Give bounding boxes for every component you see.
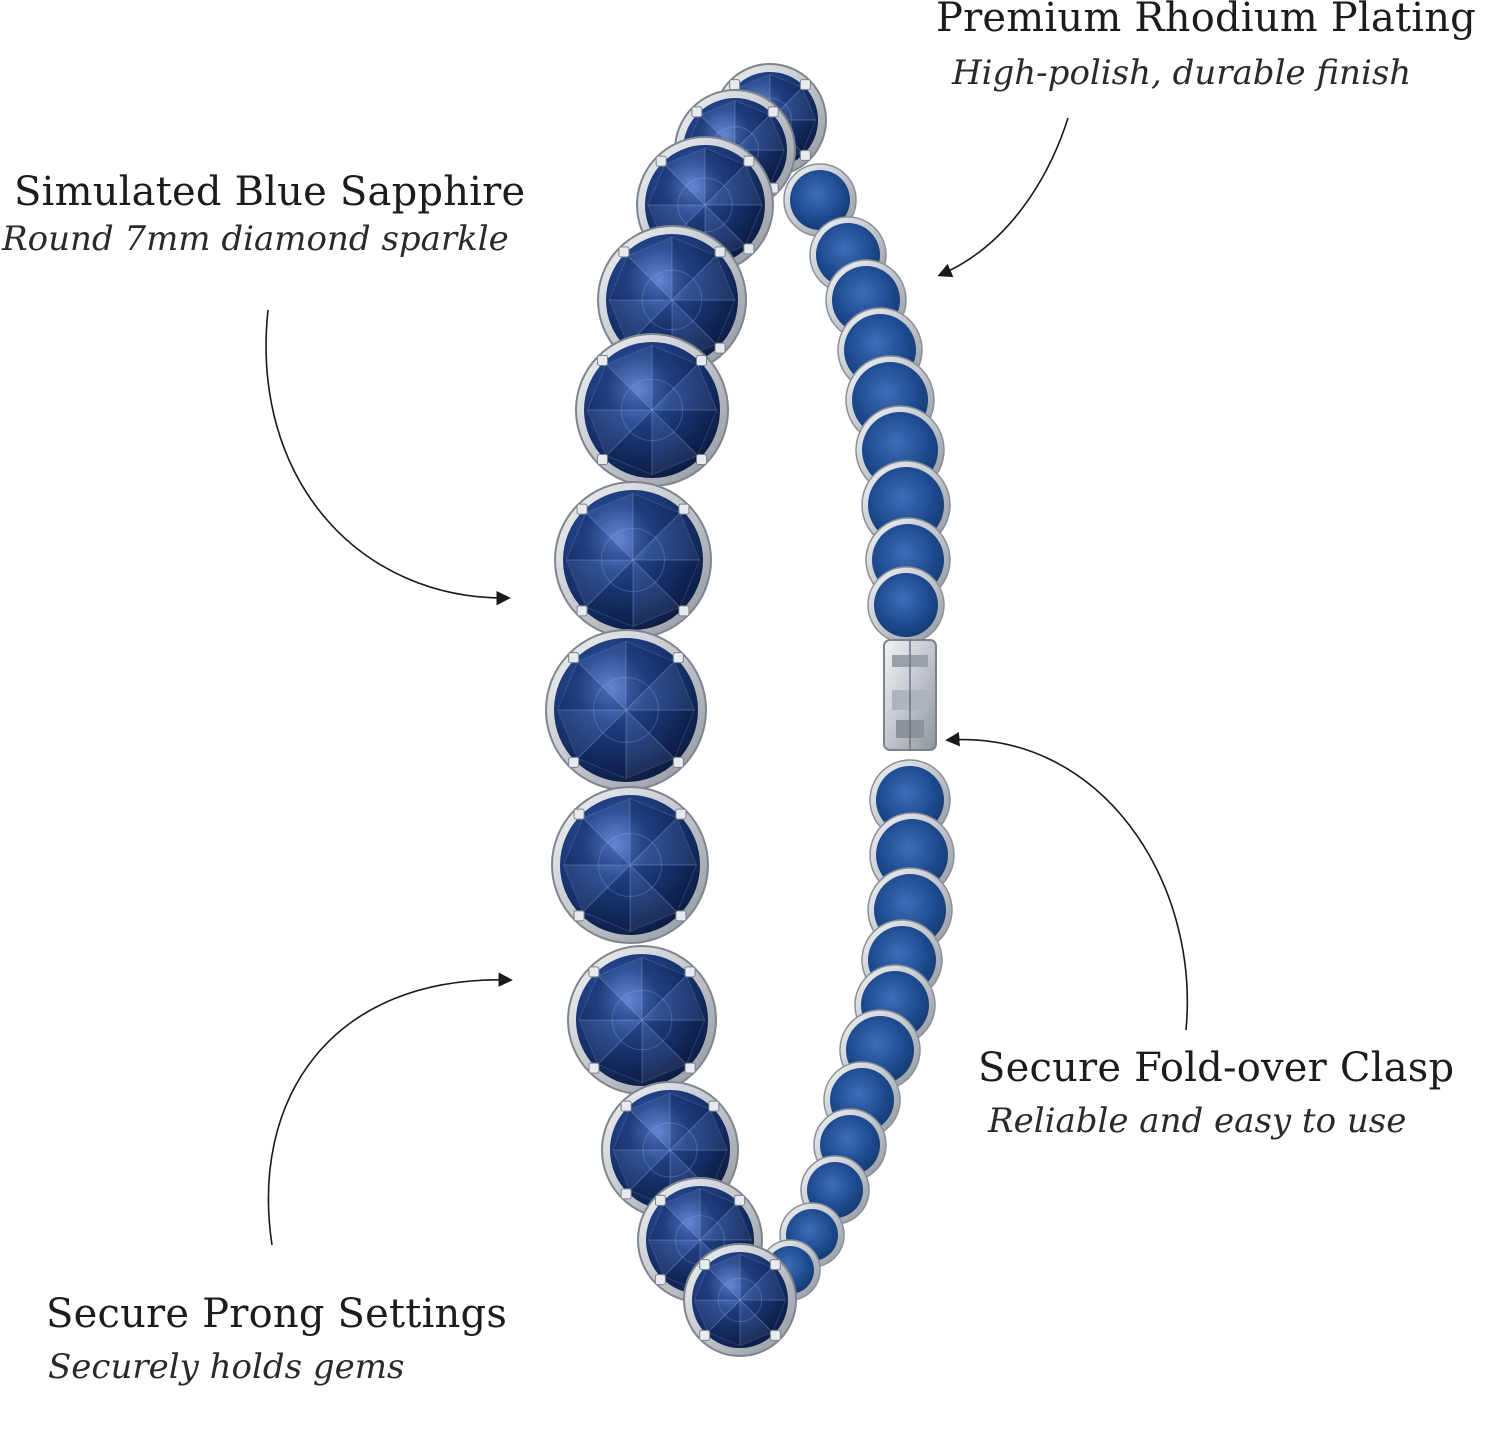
callout-title: Premium Rhodium Plating: [936, 0, 1476, 41]
callout-subtitle: Securely holds gems: [48, 1347, 405, 1387]
back-gem: [813, 1108, 887, 1182]
clasp-curved-arrow-icon: [945, 732, 1189, 1031]
bracelet-front-strand: [545, 63, 827, 1357]
bracelet-back-strand: [759, 163, 955, 1301]
callout-rhodium-plating: Premium Rhodium Plating High-polish, dur…: [936, 0, 1476, 94]
callout-title: Secure Prong Settings: [46, 1291, 508, 1337]
back-gem: [783, 163, 857, 237]
callout-subtitle: Round 7mm diamond sparkle: [2, 219, 509, 259]
callout-title: Simulated Blue Sapphire: [14, 169, 526, 215]
callout-prong-settings: Secure Prong Settings Securely holds gem…: [46, 1290, 507, 1388]
sapphire-curved-arrow-icon: [265, 309, 511, 606]
callout-title: Secure Fold-over Clasp: [978, 1045, 1455, 1091]
callout-fold-over-clasp: Secure Fold-over Clasp Reliable and easy…: [978, 1044, 1454, 1142]
front-gem: [567, 945, 717, 1095]
callout-subtitle: High-polish, durable finish: [952, 53, 1412, 93]
prong-curved-arrow-icon: [267, 972, 513, 1246]
rhodium-curved-arrow-icon: [937, 117, 1069, 278]
fold-over-clasp: [883, 639, 937, 751]
front-gem: [554, 481, 712, 639]
callout-blue-sapphire: Simulated Blue Sapphire Round 7mm diamon…: [2, 168, 526, 260]
front-gem: [545, 629, 707, 791]
front-gem: [551, 786, 709, 944]
front-gem: [683, 1243, 797, 1357]
front-gem: [575, 333, 729, 487]
callout-subtitle: Reliable and easy to use: [988, 1101, 1407, 1141]
back-gem: [867, 566, 945, 644]
